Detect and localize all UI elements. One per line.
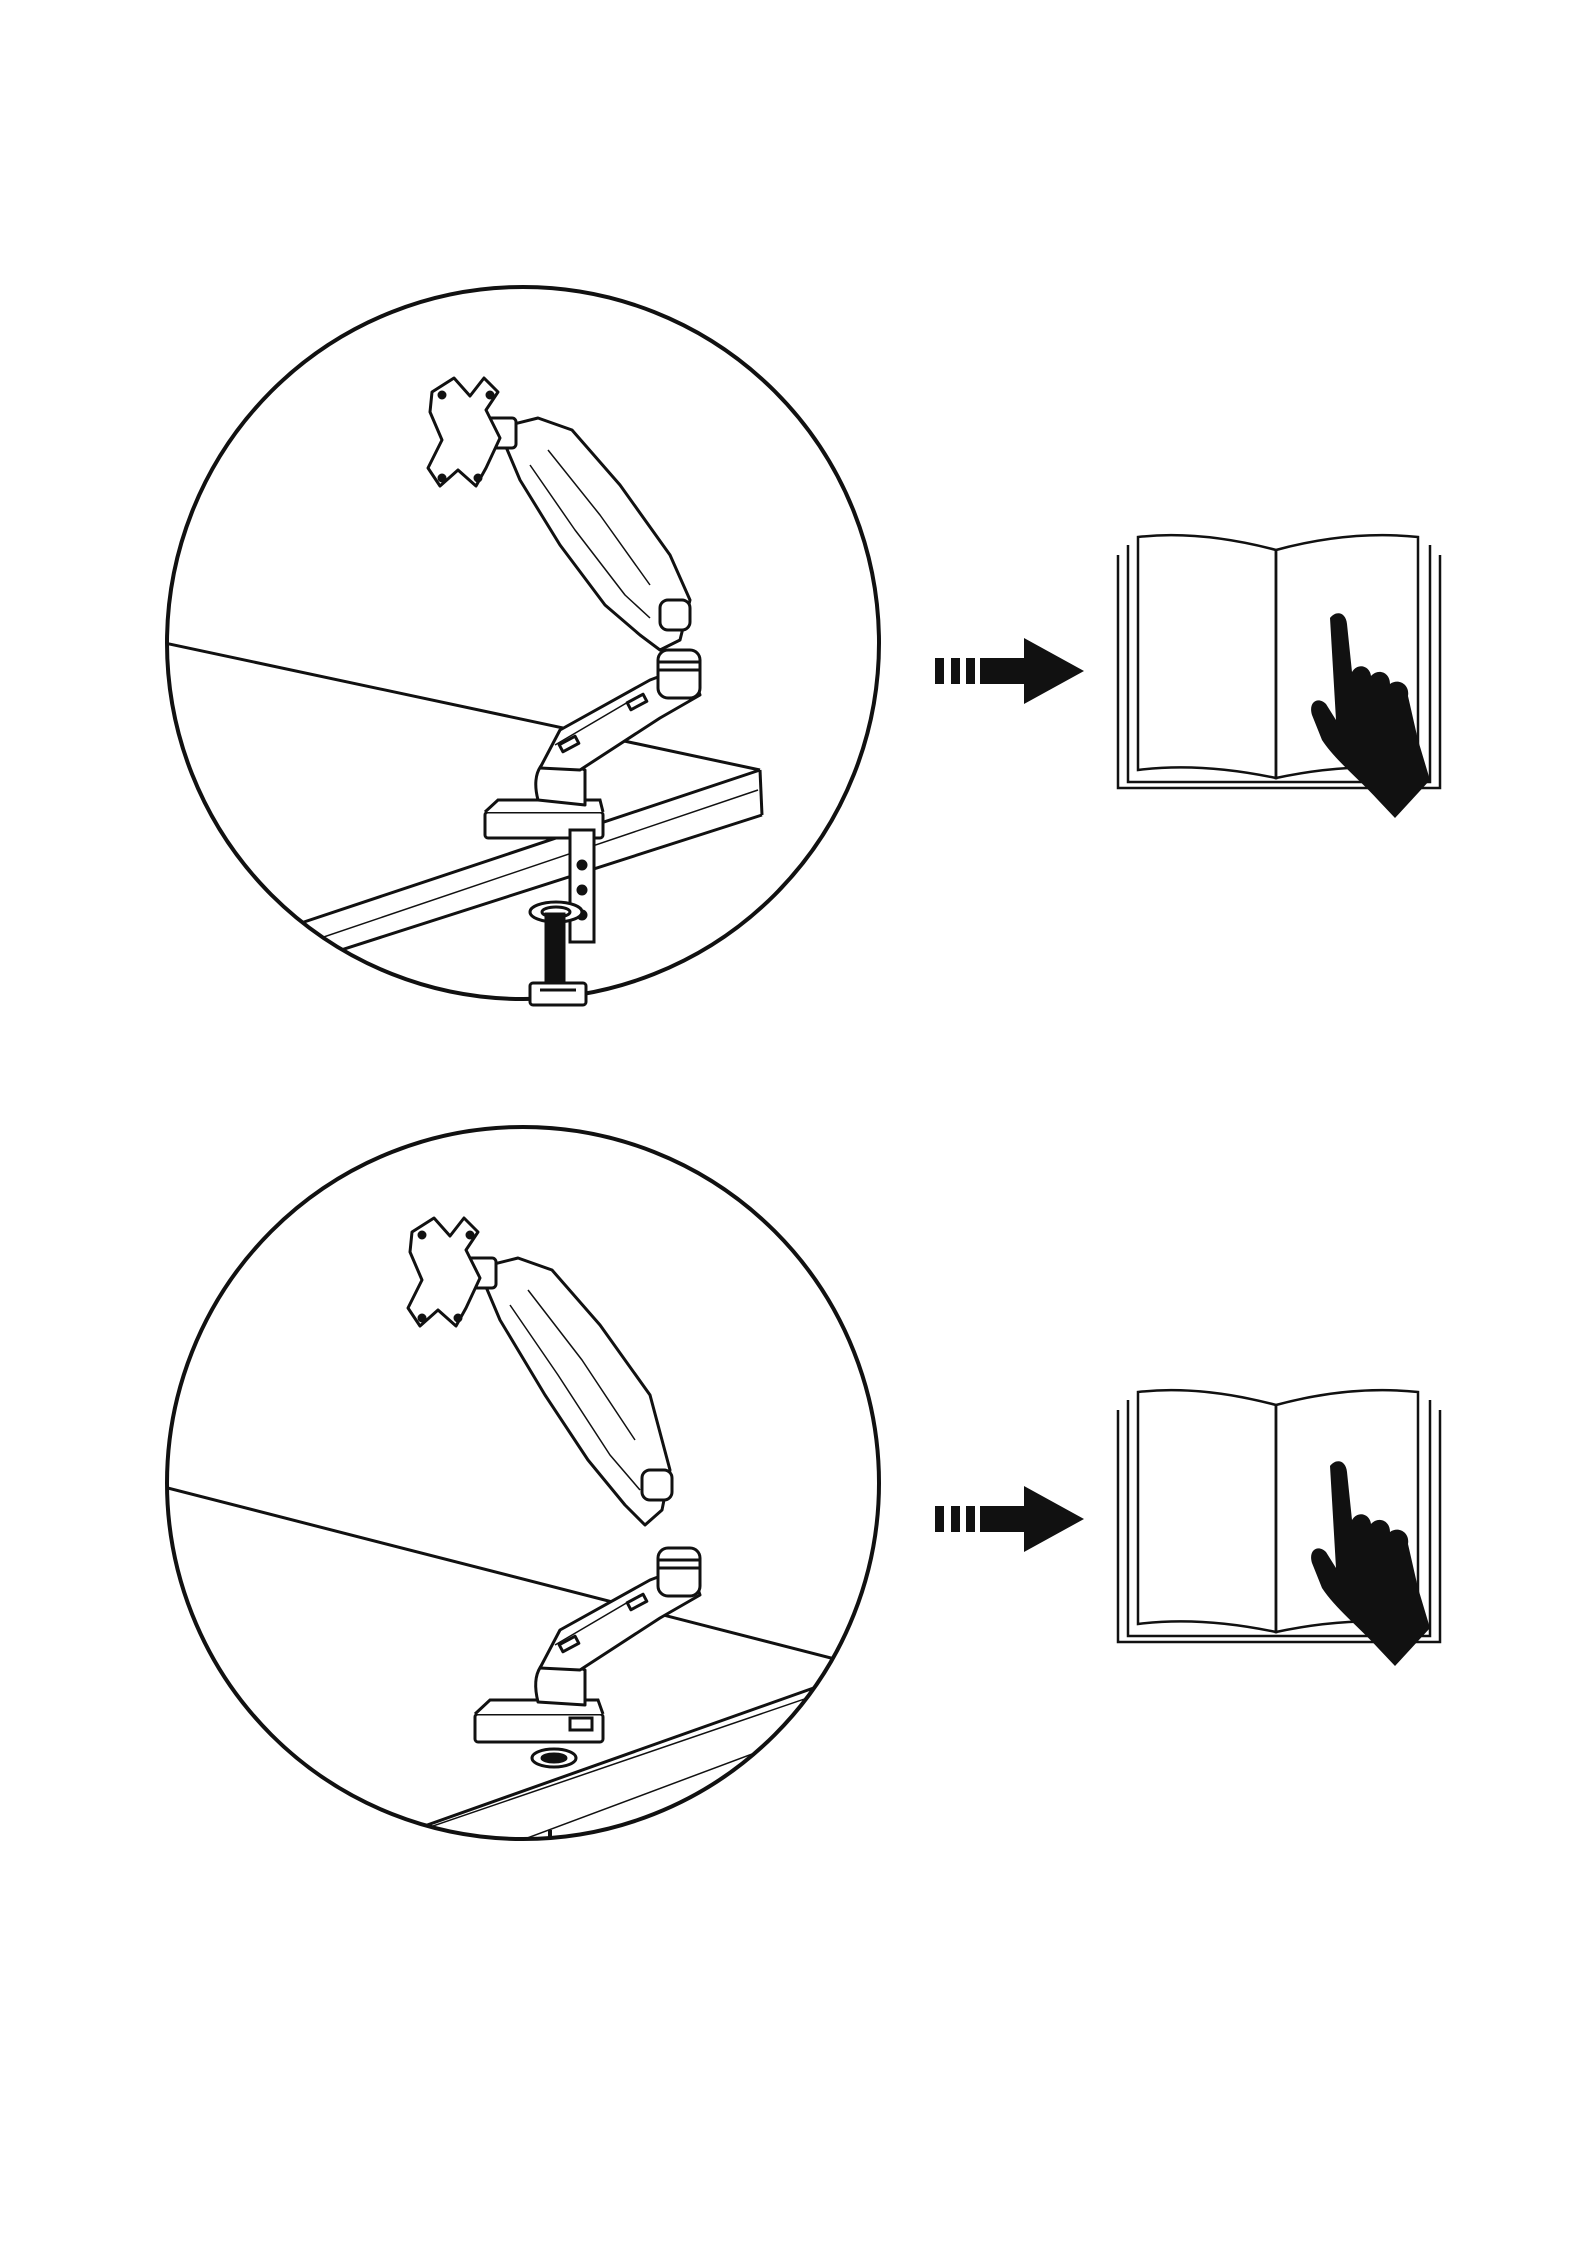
dashed-arrow-icon: [935, 638, 1084, 704]
step-clamp-mount: [0, 300, 1587, 1080]
step-grommet-mount: [0, 1140, 1587, 1920]
clamp-scene: [0, 300, 1587, 1080]
grommet-scene: [0, 1140, 1587, 1920]
dashed-arrow-icon: [935, 1486, 1084, 1552]
